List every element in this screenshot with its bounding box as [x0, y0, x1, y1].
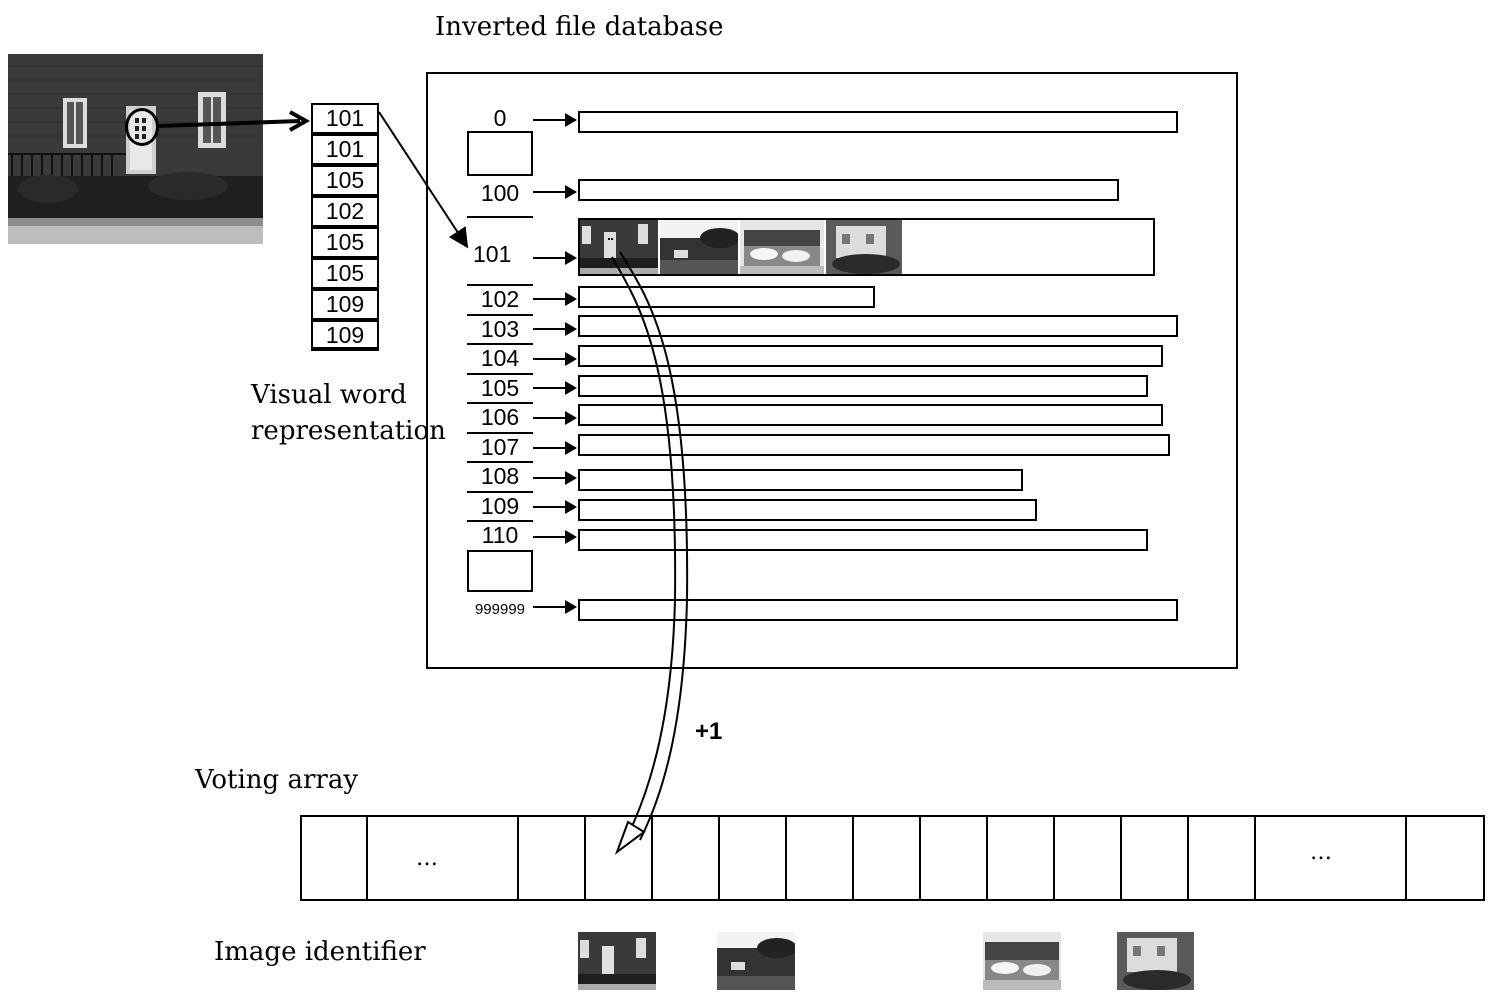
index-divider	[467, 590, 533, 592]
visual-word-cell: 102	[311, 196, 379, 227]
index-id-cell: 105	[467, 375, 533, 404]
identifier-white-house-graphic	[1117, 932, 1194, 990]
posting-list	[578, 469, 1023, 491]
pointer-arrow	[533, 185, 577, 199]
thumbnail-house	[580, 220, 658, 274]
index-id-cell: 107	[467, 434, 533, 463]
posting-list	[578, 345, 1163, 367]
ellipsis-left: …	[416, 846, 438, 871]
thumbnail-cars	[740, 220, 824, 274]
thumbnail-yard-graphic	[660, 220, 738, 274]
posting-list	[578, 111, 1178, 133]
index-id-cell: 106	[467, 404, 533, 434]
pointer-arrow	[533, 500, 577, 514]
identifier-house-graphic	[578, 932, 656, 990]
vote-cell	[718, 815, 787, 901]
visual-word-cell: 109	[311, 289, 379, 320]
plus-one-label: +1	[695, 718, 723, 745]
vote-cell	[300, 815, 368, 901]
visual-word-label-line2: representation	[251, 416, 446, 446]
pointer-arrow	[533, 322, 577, 336]
thumbnail-yard	[660, 220, 738, 274]
visual-word-cell: 105	[311, 165, 379, 196]
vote-curve-outer	[619, 251, 689, 841]
thumbnail-cars-graphic	[740, 220, 824, 274]
posting-list	[578, 599, 1178, 621]
feature-to-word-arrowhead	[289, 110, 311, 132]
posting-list	[578, 434, 1170, 456]
identifier-thumbnail-yard	[717, 932, 795, 990]
identifier-cars-graphic	[983, 932, 1061, 990]
identifier-thumbnail-house	[578, 932, 656, 990]
vote-cell	[785, 815, 854, 901]
visual-word-label-line1: Visual word	[251, 380, 407, 410]
pointer-arrow	[533, 251, 577, 265]
visual-word-cell: 109	[311, 320, 379, 351]
posting-list	[578, 404, 1163, 426]
vote-cell	[1254, 815, 1407, 901]
voting-array-label: Voting array	[195, 765, 359, 795]
visual-word-cell: 105	[311, 227, 379, 258]
visual-word-cell: 105	[311, 258, 379, 289]
vote-cell	[1187, 815, 1256, 901]
thumbnail-white-house-graphic	[826, 220, 902, 274]
visual-word-list: 101 101 105 102 105 105 109 109	[311, 103, 379, 351]
pointer-arrow	[533, 441, 577, 455]
posting-list	[578, 286, 875, 308]
index-divider	[467, 174, 533, 176]
index-id-cell: 108	[467, 463, 533, 493]
inverted-file-database-frame	[426, 72, 1238, 669]
index-id-cell: 999999	[467, 592, 533, 625]
identifier-thumbnail-cars	[983, 932, 1061, 990]
pointer-arrow	[533, 471, 577, 485]
index-id-cell: 100	[467, 176, 533, 218]
index-id-cell: 102	[467, 286, 533, 316]
posting-list	[578, 499, 1037, 521]
index-id-cell: 101	[467, 218, 533, 286]
ellipsis-right: …	[1310, 840, 1332, 865]
vote-curve-inner	[611, 256, 677, 836]
word-to-index-arrow	[378, 111, 469, 249]
posting-list	[578, 315, 1178, 337]
pointer-arrow	[533, 292, 577, 306]
vote-cell	[852, 815, 921, 901]
pointer-arrow	[533, 381, 577, 395]
query-image	[8, 54, 263, 244]
identifier-yard-graphic	[717, 932, 795, 990]
posting-list	[578, 179, 1119, 201]
visual-word-cell: 101	[311, 103, 379, 134]
image-identifier-label: Image identifier	[214, 937, 426, 967]
pointer-arrow	[533, 352, 577, 366]
posting-list	[578, 529, 1148, 551]
thumbnail-house-graphic	[580, 220, 658, 274]
database-title: Inverted file database	[435, 12, 724, 42]
pointer-arrow	[533, 113, 577, 127]
index-id-cell: 110	[467, 522, 533, 552]
index-id-cell: 103	[467, 316, 533, 345]
pointer-arrow	[533, 530, 577, 544]
index-id-cell: 104	[467, 345, 533, 375]
vote-arrowhead	[614, 820, 646, 855]
identifier-thumbnail-white-house	[1117, 932, 1194, 990]
thumbnail-white-house	[826, 220, 902, 274]
posting-list	[578, 375, 1148, 397]
pointer-arrow	[533, 600, 577, 614]
pointer-arrow	[533, 411, 577, 425]
index-id-cell: 109	[467, 493, 533, 522]
vote-cell	[1405, 815, 1485, 901]
index-id-cell: 0	[467, 103, 533, 133]
vote-cell	[517, 815, 586, 901]
feature-circle-marker	[125, 108, 159, 146]
feature-to-word-arrow	[157, 119, 301, 128]
visual-word-cell: 101	[311, 134, 379, 165]
